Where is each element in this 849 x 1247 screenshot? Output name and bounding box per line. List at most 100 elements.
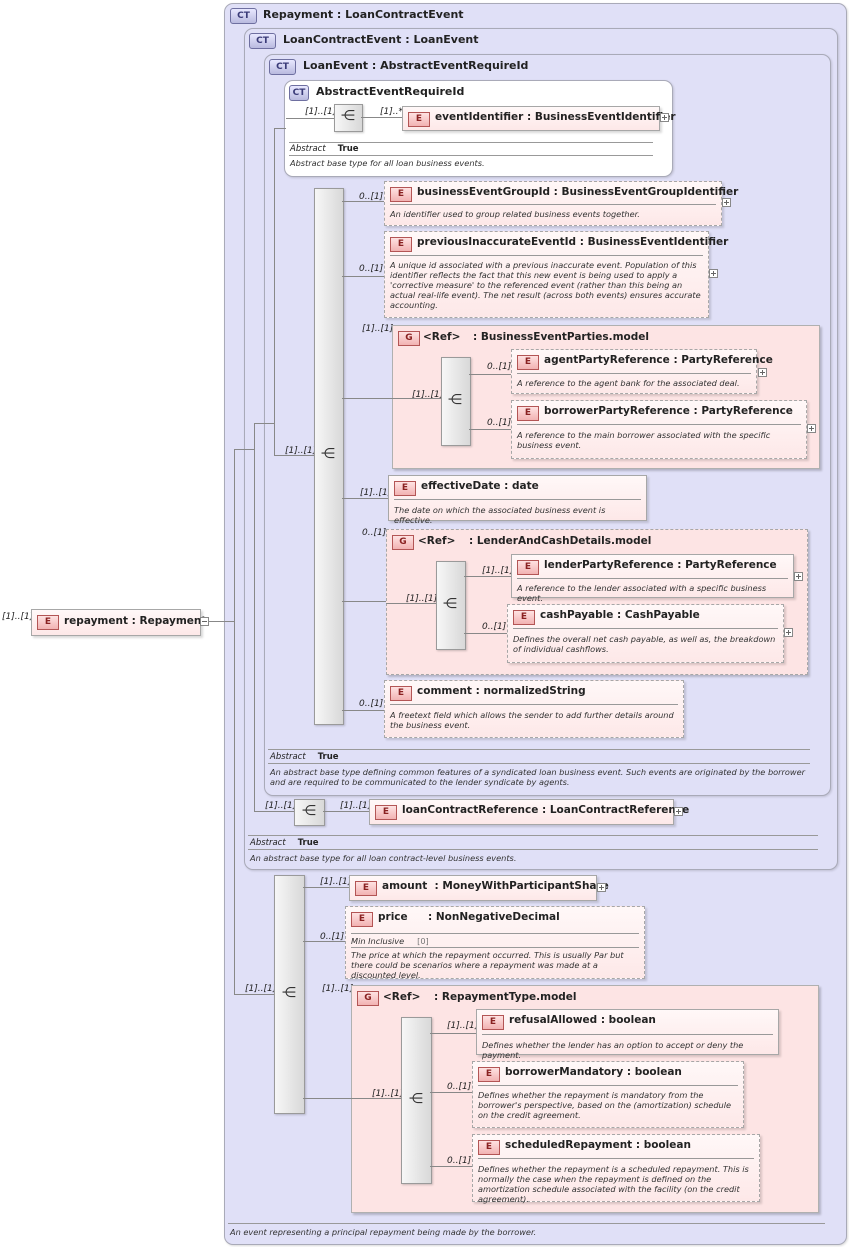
element-badge: E: [478, 1140, 500, 1155]
ct-badge-abstracteventrequireid: CT: [289, 85, 309, 101]
multiplicity: 0..[1]: [447, 1082, 472, 1092]
element-description: A freetext field which allows the sender…: [390, 710, 674, 730]
element-comment[interactable]: E comment : normalizedString A freetext …: [384, 680, 684, 738]
element-previousinaccurateeventid[interactable]: E previousInaccurateEventId : BusinessEv…: [384, 231, 728, 318]
sequence-compositor[interactable]: ⋲: [401, 1017, 432, 1184]
sequence-compositor[interactable]: ⋲: [436, 561, 466, 650]
element-badge: E: [390, 237, 412, 252]
element-refusalallowed[interactable]: E refusalAllowed : boolean Defines wheth…: [476, 1009, 779, 1060]
ct-badge-loancontractevent: CT: [249, 33, 276, 49]
element-type: boolean: [634, 1066, 682, 1078]
element-name: amount: [382, 880, 428, 892]
multiplicity: 0..[1]: [487, 418, 512, 428]
multiplicity: [1]..[1]: [362, 324, 394, 334]
element-name: previousInaccurateEventId: [417, 236, 577, 248]
sequence-icon: ⋲: [321, 446, 335, 462]
sequence-icon: ⋲: [443, 596, 457, 612]
multiplicity: 0..[1]: [359, 192, 384, 202]
element-repayment-root[interactable]: E repayment : Repayment: [31, 609, 206, 636]
multiplicity: [1]..[1]: [340, 801, 372, 811]
multiplicity: [1]..[1]: [2, 612, 34, 622]
plus-icon[interactable]: [784, 628, 793, 637]
group-name: : BusinessEventParties.model: [473, 331, 649, 343]
group-ref: <Ref>: [423, 331, 461, 343]
element-scheduledrepayment[interactable]: E scheduledRepayment : boolean Defines w…: [472, 1134, 760, 1204]
multiplicity: 0..[1]: [482, 622, 507, 632]
plus-icon[interactable]: [597, 883, 606, 892]
element-description: An identifier used to group related busi…: [390, 209, 640, 219]
multiplicity: [1]..[1]: [412, 390, 444, 400]
multiplicity: [1]..[1]: [406, 594, 438, 604]
ct-abstracteventrequireid-title: AbstractEventRequireId: [316, 85, 465, 98]
multiplicity: 0..[1]: [359, 699, 384, 709]
element-lenderpartyreference[interactable]: E lenderPartyReference : PartyReference …: [511, 554, 794, 603]
multiplicity: [1]..[1]: [372, 1089, 404, 1099]
element-borrowerpartyreference[interactable]: E borrowerPartyReference : PartyReferenc…: [511, 400, 807, 459]
plus-icon[interactable]: [674, 807, 683, 816]
multiplicity: [1]..[1]: [360, 488, 392, 498]
sequence-icon: ⋲: [282, 985, 296, 1001]
group-name: : LenderAndCashDetails.model: [469, 535, 652, 547]
element-name: repayment: [64, 615, 128, 627]
element-type: PartyReference: [685, 559, 777, 571]
minus-icon[interactable]: [200, 617, 209, 626]
element-description: A reference to the agent bank for the as…: [517, 378, 740, 388]
element-cashpayable[interactable]: E cashPayable : CashPayable Defines the …: [507, 604, 784, 663]
element-badge: E: [517, 406, 539, 421]
multiplicity: [1]..*: [380, 107, 403, 117]
element-badge: E: [390, 686, 412, 701]
element-description: Defines whether the repayment is a sched…: [478, 1164, 749, 1204]
sequence-compositor[interactable]: ⋲: [441, 357, 471, 446]
facet-row: Min Inclusive [0]: [351, 936, 429, 946]
sequence-compositor[interactable]: ⋲: [334, 104, 363, 132]
plus-icon[interactable]: [660, 113, 669, 122]
element-badge: E: [351, 912, 373, 927]
element-amount[interactable]: E amount : MoneyWithParticipantShare: [349, 875, 609, 901]
plus-icon[interactable]: [722, 198, 731, 207]
group-badge: G: [357, 991, 379, 1006]
element-description: The date on which the associated busines…: [394, 505, 606, 525]
element-price[interactable]: E price : NonNegativeDecimal Min Inclusi…: [345, 906, 645, 980]
group-badge: G: [392, 535, 414, 550]
element-name: effectiveDate: [421, 480, 501, 492]
element-badge: E: [517, 560, 539, 575]
multiplicity: 0..[1]: [362, 528, 387, 538]
element-agentpartyreference[interactable]: E agentPartyReference : PartyReference A…: [511, 349, 773, 394]
plus-icon[interactable]: [807, 424, 816, 433]
element-badge: E: [517, 355, 539, 370]
multiplicity: [1]..[1]: [245, 984, 277, 994]
multiplicity: [1]..[1]: [305, 107, 337, 117]
ct-badge-loanevent: CT: [269, 59, 296, 75]
sequence-compositor[interactable]: ⋲: [294, 799, 325, 826]
element-eventidentifier[interactable]: E eventIdentifier : BusinessEventIdentif…: [402, 106, 676, 131]
plus-icon[interactable]: [709, 269, 718, 278]
group-ref: <Ref>: [383, 991, 421, 1003]
group-badge: G: [398, 331, 420, 346]
element-type: CashPayable: [624, 609, 700, 621]
multiplicity: 0..[1]: [487, 362, 512, 372]
ct-description: Abstract base type for all loan business…: [290, 158, 485, 168]
element-name: borrowerMandatory: [505, 1066, 624, 1078]
element-businesseventgroupid[interactable]: E businessEventGroupId : BusinessEventGr…: [384, 181, 738, 226]
element-type: normalizedString: [483, 685, 586, 697]
element-badge: E: [375, 805, 397, 820]
element-name: refusalAllowed: [509, 1014, 598, 1026]
plus-icon[interactable]: [758, 368, 767, 377]
element-borrowermandatory[interactable]: E borrowerMandatory : boolean Defines wh…: [472, 1061, 744, 1128]
element-loancontractreference[interactable]: E loanContractReference : LoanContractRe…: [369, 799, 689, 825]
plus-icon[interactable]: [794, 572, 803, 581]
sequence-compositor[interactable]: ⋲: [314, 188, 344, 725]
multiplicity: [1]..[1]: [482, 566, 514, 576]
element-name: cashPayable: [540, 609, 614, 621]
element-name: loanContractReference: [402, 804, 539, 816]
element-effectivedate[interactable]: E effectiveDate : date The date on which…: [388, 475, 647, 525]
element-badge: E: [513, 610, 535, 625]
element-name: scheduledRepayment: [505, 1139, 633, 1151]
element-type: PartyReference: [681, 354, 773, 366]
element-description: Defines whether the lender has an option…: [482, 1040, 744, 1060]
sequence-compositor[interactable]: ⋲: [274, 875, 305, 1114]
element-type: boolean: [608, 1014, 656, 1026]
element-type: BusinessEventIdentifier: [587, 236, 729, 248]
multiplicity: [1]..[1]: [322, 984, 354, 994]
